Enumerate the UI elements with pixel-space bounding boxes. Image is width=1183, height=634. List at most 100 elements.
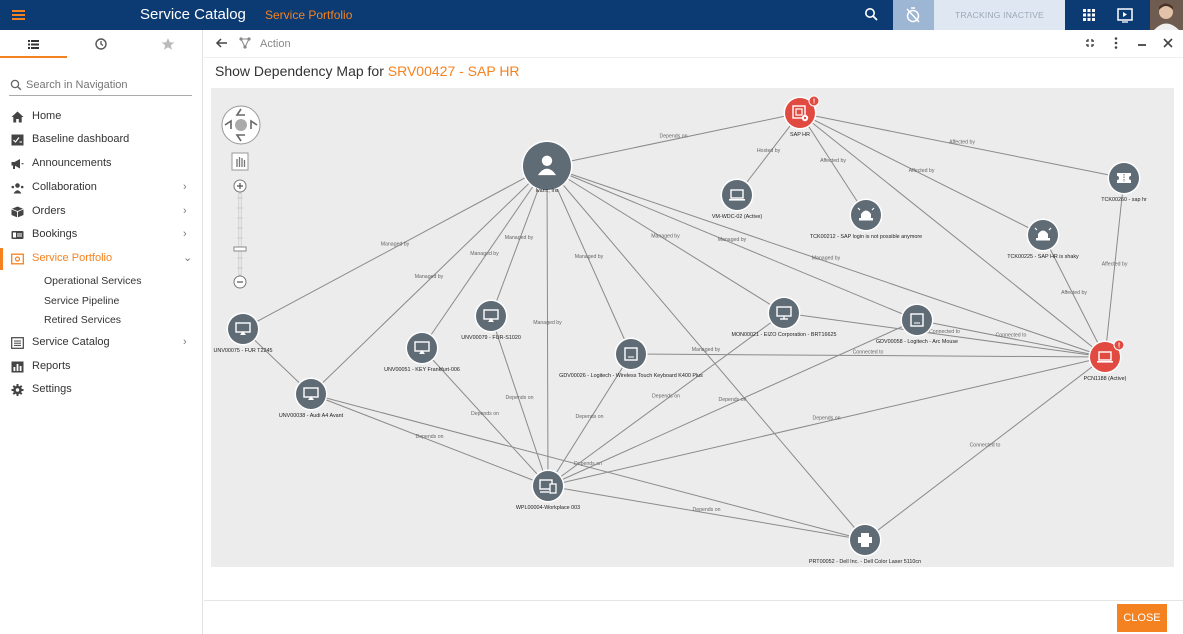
edge-label: Managed by	[533, 320, 562, 326]
graph-node-prt[interactable]: PRT00052 - Dell Inc. - Dell Color Laser …	[809, 523, 921, 566]
sidebar-item-baseline-dashboard[interactable]: Baseline dashboard	[0, 129, 202, 151]
sidebar-item-reports[interactable]: Reports	[0, 356, 202, 378]
edge-unv79-wpl	[490, 315, 549, 487]
title-prefix: Show Dependency Map for	[215, 63, 384, 79]
tracking-status[interactable]: TRACKING INACTIVE	[934, 0, 1065, 30]
zoom-slider[interactable]	[233, 192, 247, 276]
node-label: UNV00051 - KEY Frankfurt-006	[384, 367, 460, 373]
edge-unv51-wpl	[421, 347, 549, 487]
more-vertical-icon[interactable]	[1109, 36, 1123, 50]
home-icon	[11, 111, 24, 123]
back-arrow-icon[interactable]	[215, 36, 229, 50]
alarm-icon	[1034, 227, 1052, 241]
node-label: UNV00075 - FUR T2245	[214, 348, 273, 354]
graph-node-sap[interactable]: !SAP HR	[783, 95, 820, 138]
graph-node-tck212[interactable]: TCK00212 - SAP login is not possible any…	[810, 198, 922, 241]
node-label: VM-WDC-02 (Active)	[712, 214, 763, 220]
graph-node-pcn[interactable]: !PCN1188 (Active)	[1084, 339, 1127, 382]
timer-off-icon[interactable]	[893, 0, 934, 30]
close-icon[interactable]	[1161, 36, 1175, 50]
sidebar-item-label: Home	[32, 110, 62, 122]
sidebar-subitem-retired-services[interactable]: Retired Services	[44, 314, 122, 326]
sidebar-subitem-service-pipeline[interactable]: Service Pipeline	[44, 295, 120, 307]
edge-sap-pcn	[799, 112, 1106, 358]
sidebar-item-label: Reports	[32, 360, 71, 372]
edge-label: Affected by	[820, 158, 846, 164]
edge-label: Managed by	[575, 254, 604, 260]
node-circle	[228, 314, 258, 344]
sidebar-item-announcements[interactable]: Announcements	[0, 153, 202, 175]
tab-favorites-star-icon[interactable]	[134, 30, 201, 58]
edge-mon21-wpl	[547, 312, 785, 487]
list-icon	[11, 337, 24, 349]
zoom-in-icon[interactable]	[233, 179, 247, 193]
edge-label: Managed by	[381, 242, 410, 248]
tab-history-icon[interactable]	[67, 30, 134, 58]
portfolio-icon	[11, 253, 24, 265]
search-icon[interactable]	[858, 0, 884, 30]
chevron-right-icon: ›	[183, 205, 187, 217]
graph-node-mon21[interactable]: MON00021 - EIZO Corporation - BRT16625	[731, 296, 837, 339]
node-label: TCK00212 - SAP login is not possible any…	[810, 234, 922, 240]
graph-node-ivans[interactable]: Ivans, Iris	[521, 140, 573, 195]
footer-divider	[204, 600, 1183, 601]
graph-node-unv79[interactable]: UNV00079 - FUR-S1020	[461, 299, 521, 342]
title-service-link[interactable]: SRV00427 - SAP HR	[387, 63, 520, 79]
breadcrumb[interactable]: Service Portfolio	[265, 8, 353, 22]
sidebar-item-label: Baseline dashboard	[32, 133, 130, 145]
chevron-down-icon: ⌄	[183, 252, 193, 264]
collapse-icon[interactable]	[1083, 36, 1097, 50]
hamburger-menu-icon[interactable]	[0, 0, 36, 30]
sidebar-item-label: Orders	[32, 205, 66, 217]
graph-node-unv51[interactable]: UNV00051 - KEY Frankfurt-006	[384, 331, 460, 374]
sidebar-item-service-catalog[interactable]: Service Catalog ›	[0, 332, 202, 354]
graph-node-gdv26[interactable]: GDV00026 - Logitech - Wireless Touch Key…	[559, 337, 703, 380]
navigation-search	[9, 74, 192, 96]
node-circle	[769, 298, 799, 328]
printer-icon	[858, 533, 872, 547]
node-label: WPL00004-Workplace 003	[516, 505, 580, 511]
user-avatar[interactable]	[1150, 0, 1183, 30]
sidebar-item-collaboration[interactable]: Collaboration ›	[0, 177, 202, 199]
graph-node-wpl[interactable]: WPL00004-Workplace 003	[516, 469, 580, 512]
edge-label: Managed by	[470, 251, 499, 257]
node-label: TCK00260 - sap hr	[1101, 197, 1147, 203]
edge-mon21-pcn	[783, 312, 1106, 358]
sidebar-item-bookings[interactable]: Bookings ›	[0, 224, 202, 246]
presentation-icon[interactable]	[1112, 0, 1138, 30]
sidebar-item-home[interactable]: Home	[0, 106, 202, 128]
graph-node-unv38[interactable]: UNV00038 - Audi A4 Avant	[279, 377, 344, 420]
graph-node-unv75[interactable]: UNV00075 - FUR T2245	[214, 312, 273, 355]
edge-label: Depends on	[471, 411, 499, 417]
node-circle	[616, 339, 646, 369]
apps-grid-icon[interactable]	[1077, 0, 1101, 30]
device-icon	[910, 313, 924, 327]
edge-label: Depends on	[660, 134, 688, 140]
edge-tck260-pcn	[1104, 177, 1125, 358]
graph-node-gdv58[interactable]: GDV00058 - Logitech - Arc Mouse	[876, 303, 958, 346]
sidebar-item-label: Bookings	[32, 228, 78, 240]
box-icon	[11, 206, 24, 218]
node-label: Ivans, Iris	[535, 188, 558, 194]
node-circle	[722, 180, 752, 210]
graph-node-tck260[interactable]: TCK00260 - sap hr	[1101, 161, 1147, 204]
zoom-out-icon[interactable]	[233, 275, 247, 289]
sidebar-subitem-operational-services[interactable]: Operational Services	[44, 275, 142, 287]
sidebar-item-settings[interactable]: Settings	[0, 379, 202, 401]
minimize-icon[interactable]	[1135, 36, 1149, 50]
main-panel: Action Show Dependency Map for SRV00427 …	[204, 30, 1183, 634]
search-input[interactable]	[26, 77, 191, 93]
pan-control[interactable]	[221, 105, 261, 145]
hand-tool-icon[interactable]	[231, 152, 249, 171]
graph-node-vmwdc[interactable]: VM-WDC-02 (Active)	[712, 178, 763, 221]
edge-label: Connected to	[970, 443, 1001, 449]
close-button[interactable]: CLOSE	[1117, 604, 1167, 632]
node-label: PCN1188 (Active)	[1084, 376, 1127, 382]
sidebar-item-service-portfolio[interactable]: Service Portfolio ⌄	[0, 248, 202, 270]
sidebar-item-orders[interactable]: Orders ›	[0, 201, 202, 223]
graph-node-tck225[interactable]: TCK00225 - SAP HR is shaky	[1007, 218, 1079, 261]
tab-navigation-list-icon[interactable]	[0, 30, 67, 58]
